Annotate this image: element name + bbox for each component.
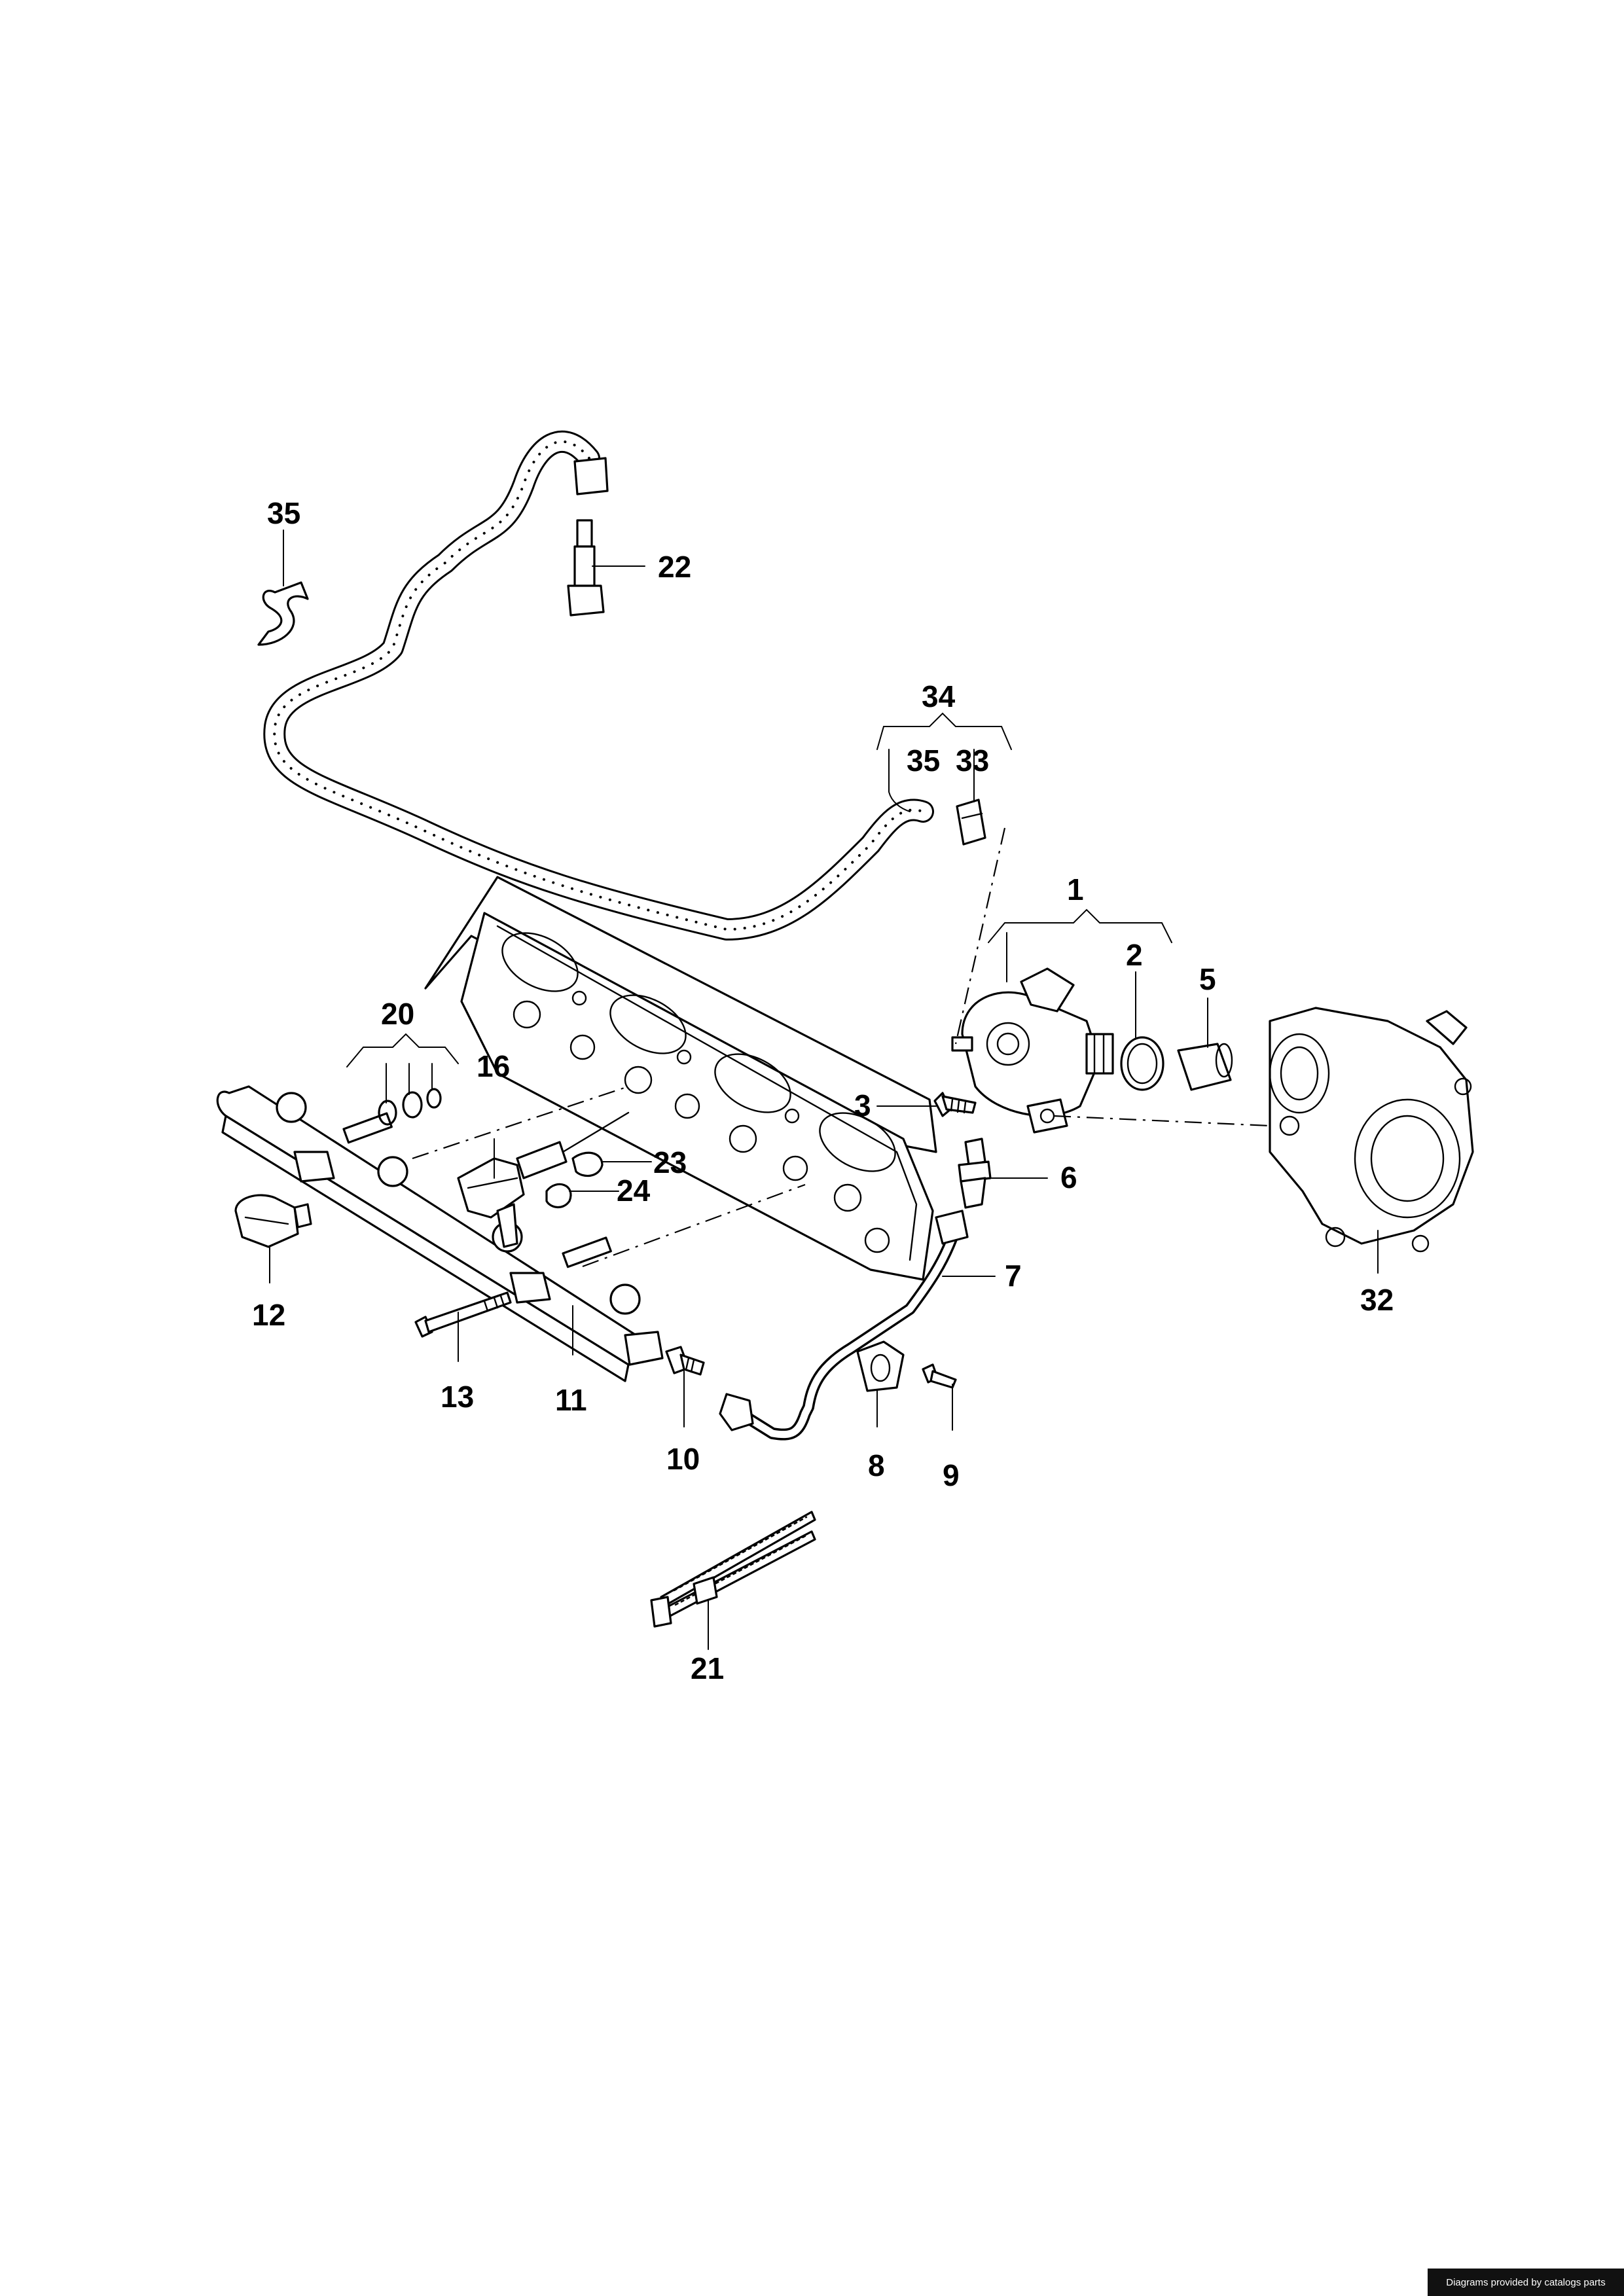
cylinder-head-gasket [424,876,937,1281]
part-21-cable-ties [650,1511,816,1628]
part-2-o-ring [1120,1036,1164,1091]
label-32: 32 [1360,1283,1394,1317]
part-labels: 35 22 34 35 33 1 2 5 20 16 3 23 24 6 7 1… [252,496,1394,1685]
fuel-hose [263,430,934,941]
label-23: 23 [653,1145,687,1179]
label-35-top: 35 [267,496,300,530]
part-8-bracket [856,1340,905,1392]
label-11: 11 [555,1383,587,1417]
label-6: 6 [1060,1160,1077,1194]
label-5: 5 [1199,962,1216,996]
part-35-clip [257,581,309,646]
leader-lines [269,529,1379,1650]
part-13-bolt [414,1291,512,1338]
label-8: 8 [868,1448,885,1482]
label-35: 35 [907,744,940,778]
label-9: 9 [943,1458,960,1492]
part-3-bolt [933,1092,977,1117]
credit-text: Diagrams provided by catalogs parts [1446,2276,1606,2288]
label-3: 3 [854,1088,871,1122]
part-24-clip [545,1183,572,1208]
part-7-pressure-pipe [719,1210,969,1441]
part-6-union [958,1138,992,1209]
label-1: 1 [1067,872,1084,906]
part-11-fuel-rail [216,1085,664,1382]
label-21: 21 [691,1651,724,1685]
label-13: 13 [441,1380,474,1414]
label-20: 20 [381,997,414,1031]
label-33: 33 [956,744,989,778]
part-5-sleeve [1177,1043,1233,1091]
part-9-screw [922,1363,957,1389]
part-23-clip [571,1151,604,1177]
part-12-sensor [234,1194,312,1248]
credit-badge: Diagrams provided by catalogs parts [1428,2269,1624,2296]
part-22-fitting [567,519,605,617]
label-2: 2 [1126,938,1143,972]
label-10: 10 [666,1442,700,1476]
label-16: 16 [477,1049,510,1083]
label-7: 7 [1005,1259,1022,1293]
part-1-fuel-pump [951,967,1114,1134]
alignment-lines [412,827,1271,1268]
part-20-o-ring-set [378,1088,442,1126]
label-12: 12 [252,1298,285,1332]
part-10-fitting [665,1346,705,1376]
part-16-injector [457,1111,630,1248]
label-34: 34 [922,679,956,713]
label-24: 24 [617,1174,651,1208]
part-33-clamp [956,798,986,846]
label-22: 22 [658,550,691,584]
part-32-vacuum-pump [1269,1007,1474,1253]
